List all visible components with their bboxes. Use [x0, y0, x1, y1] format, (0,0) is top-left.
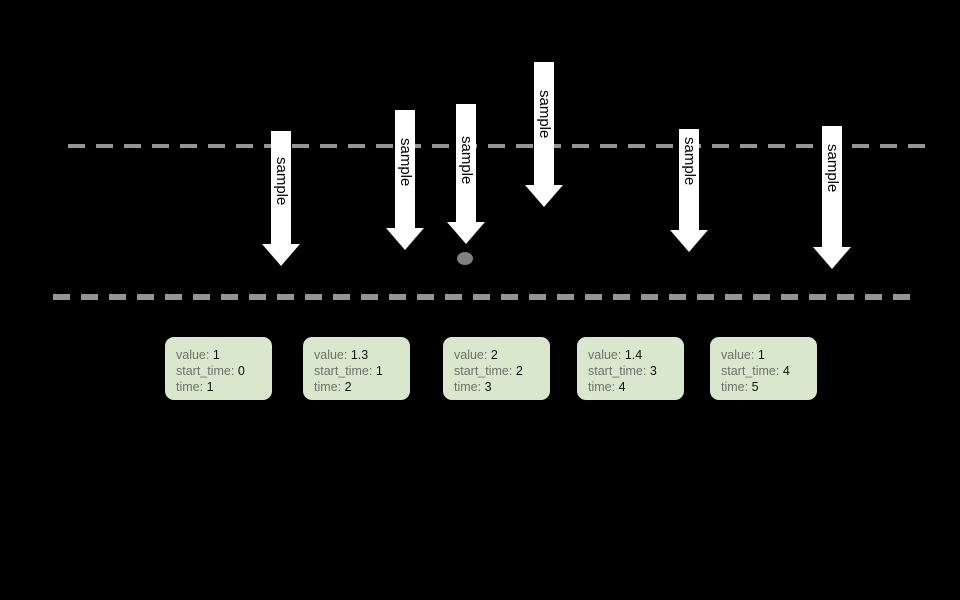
record-field: value: 1.4	[588, 347, 684, 363]
record-field-value: 1	[212, 348, 220, 362]
record-field-value: 1.3	[350, 348, 369, 362]
record-field-value: 1	[757, 348, 765, 362]
arrow-shaft	[679, 129, 699, 230]
record-field: value: 1.3	[314, 347, 410, 363]
record-field-value: 0	[237, 364, 245, 378]
record-field-label: value:	[314, 348, 348, 362]
record-field-value: 2	[490, 348, 498, 362]
record-field: start_time: 4	[721, 363, 817, 379]
record-field-value: 4	[782, 364, 790, 378]
sample-arrow: sample	[447, 104, 485, 244]
record-field-value: 1	[206, 380, 214, 394]
record-field-label: start_time:	[314, 364, 373, 378]
arrow-shaft	[271, 131, 291, 244]
arrow-head-icon	[447, 222, 485, 244]
record-field: time: 1	[176, 379, 272, 395]
record-field: value: 2	[454, 347, 550, 363]
sample-arrow: sample	[262, 131, 300, 266]
record-field: start_time: 2	[454, 363, 550, 379]
record-field-label: time:	[588, 380, 616, 394]
record-field-value: 3	[484, 380, 492, 394]
arrow-label: sample	[273, 157, 290, 206]
record-field-label: value:	[721, 348, 755, 362]
record-field-label: time:	[454, 380, 482, 394]
record-field-value: 4	[618, 380, 626, 394]
record-field-value: 3	[649, 364, 657, 378]
record-field-value: 1	[375, 364, 383, 378]
record-field-label: value:	[588, 348, 622, 362]
arrow-shaft	[395, 110, 415, 228]
record-field-label: start_time:	[588, 364, 647, 378]
arrow-head-icon	[813, 247, 851, 269]
record-field-label: start_time:	[721, 364, 780, 378]
arrow-label: sample	[397, 138, 414, 187]
record-field-label: time:	[314, 380, 342, 394]
arrow-head-icon	[670, 230, 708, 252]
record-field: time: 5	[721, 379, 817, 395]
record-field-label: start_time:	[454, 364, 513, 378]
record-field-value: 1.4	[624, 348, 643, 362]
arrow-label: sample	[536, 90, 553, 139]
arrow-head-icon	[262, 244, 300, 266]
record-field-label: time:	[721, 380, 749, 394]
arrow-shaft	[456, 104, 476, 222]
sample-marker-icon	[457, 251, 473, 265]
sample-arrow: sample	[525, 62, 563, 207]
upper-stream-line	[68, 144, 925, 148]
arrow-label: sample	[824, 144, 841, 193]
record-field-label: start_time:	[176, 364, 235, 378]
arrow-shaft	[534, 62, 554, 185]
record-field-value: 2	[344, 380, 352, 394]
record-field-label: time:	[176, 380, 204, 394]
arrow-head-icon	[386, 228, 424, 250]
record-field: time: 2	[314, 379, 410, 395]
record-field-label: value:	[454, 348, 488, 362]
record-field-value: 2	[515, 364, 523, 378]
lower-stream-line	[53, 294, 910, 300]
record-field: time: 3	[454, 379, 550, 395]
record-field: value: 1	[721, 347, 817, 363]
record-field: start_time: 0	[176, 363, 272, 379]
record-field: time: 4	[588, 379, 684, 395]
record-field: start_time: 1	[314, 363, 410, 379]
arrow-head-icon	[525, 185, 563, 207]
arrow-shaft	[822, 126, 842, 247]
sample-arrow: sample	[670, 129, 708, 252]
sample-arrow: sample	[386, 110, 424, 250]
sample-arrow: sample	[813, 126, 851, 269]
record-field: start_time: 3	[588, 363, 684, 379]
record-field-value: 5	[751, 380, 759, 394]
arrow-label: sample	[681, 137, 698, 186]
record-field: value: 1	[176, 347, 272, 363]
arrow-label: sample	[458, 136, 475, 185]
record-field-label: value:	[176, 348, 210, 362]
